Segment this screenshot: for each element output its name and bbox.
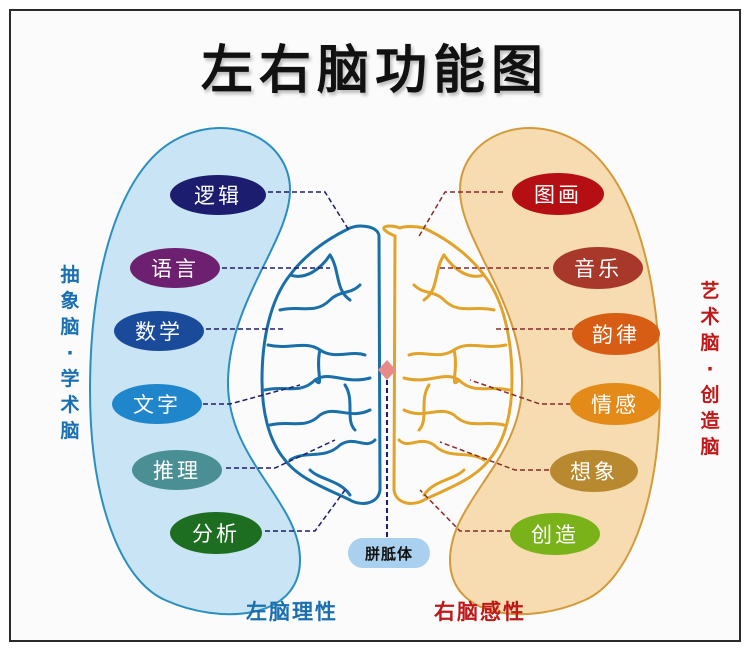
item-label: 文字 [133,393,181,417]
left-item-logic: 逻辑 [170,175,266,215]
right-item-rhythm: 韵律 [572,313,660,355]
item-label: 推理 [153,459,201,483]
side-label-char: 脑 [700,436,720,458]
center-marker-icon [378,360,396,380]
side-label-char: · [706,358,714,380]
item-label: 语言 [151,257,199,281]
side-label-char: 术 [700,306,720,328]
item-label: 韵律 [592,323,640,347]
item-label: 音乐 [574,257,622,281]
side-label-char: 创 [700,384,720,406]
right-item-creation: 创造 [510,513,600,555]
item-label: 创造 [531,523,579,547]
left-band [88,127,302,616]
page-title: 左右脑功能图 [200,41,549,101]
side-label-char: 脑 [60,316,80,338]
side-label-char: · [66,342,74,364]
right-item-drawing: 图画 [512,173,604,215]
item-label: 想象 [570,460,618,484]
left-hemisphere-icon [260,224,382,505]
left-side-label: 抽 象 脑 · 学 术 脑 [58,262,82,444]
left-item-language: 语言 [130,248,220,288]
side-label-char: 术 [60,394,80,416]
item-label: 逻辑 [194,184,242,208]
right-item-music: 音乐 [553,247,643,289]
side-label-char: 造 [700,410,720,432]
right-side-label: 艺 术 脑 · 创 造 脑 [698,278,722,460]
left-item-reasoning: 推理 [132,450,222,490]
right-hemisphere-icon [382,224,514,505]
right-item-imagination: 想象 [550,450,638,492]
side-label-char: 脑 [60,420,80,442]
left-item-math: 数学 [114,311,204,351]
corpus-callosum-label: 胼胝体 [348,538,430,568]
item-label: 分析 [192,522,240,546]
side-label-char: 学 [60,368,80,390]
left-item-writing: 文字 [112,384,202,424]
right-item-emotion: 情感 [570,383,660,425]
side-label-char: 抽 [60,264,80,286]
side-label-char: 艺 [700,280,720,302]
item-label: 情感 [591,393,639,417]
item-label: 图画 [534,183,582,207]
side-label-char: 脑 [700,332,720,354]
right-brain-caption: 右脑感性 [434,600,526,624]
item-label: 数学 [135,320,183,344]
left-item-analysis: 分析 [170,512,262,554]
left-brain-caption: 左脑理性 [246,600,338,624]
side-label-char: 象 [60,290,80,312]
